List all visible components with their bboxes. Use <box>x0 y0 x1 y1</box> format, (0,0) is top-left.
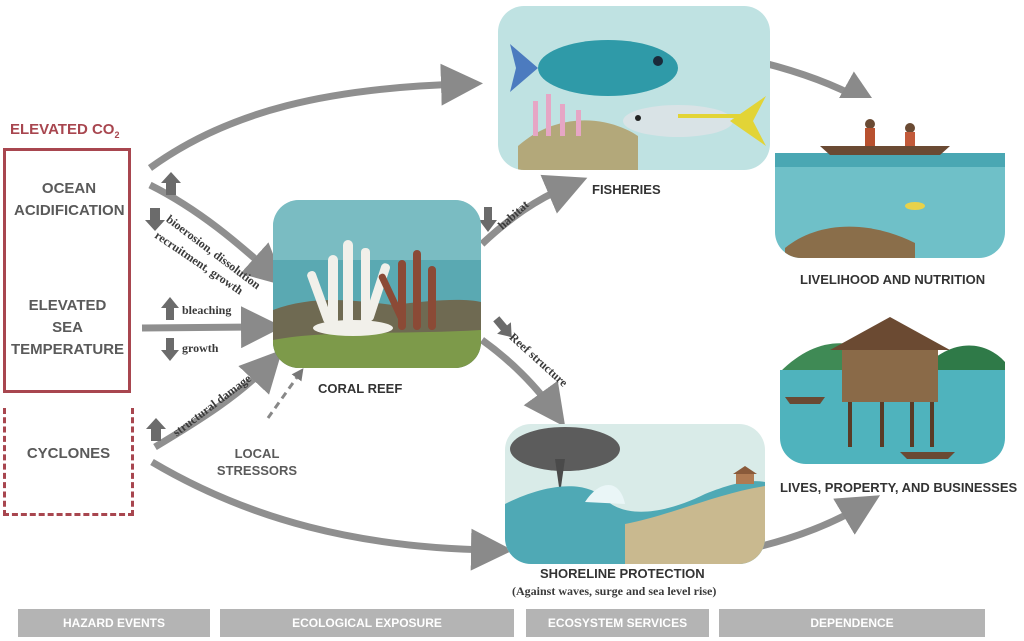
bleached-coral-icon <box>307 240 393 336</box>
arrow-cyclones-to-shoreline <box>150 458 513 571</box>
parrotfish-icon <box>510 40 678 96</box>
up-arrow-icon-bioerosion <box>161 172 181 195</box>
down-arrow-icon-growth <box>161 338 179 361</box>
footer-ecosystem-services: ECOSYSTEM SERVICES <box>526 609 709 637</box>
brown-coral-icon <box>378 250 436 330</box>
lives-property-illustration <box>780 312 1005 464</box>
cyclone-box-dashed <box>3 408 134 516</box>
footer-hazard-events: HAZARD EVENTS <box>18 609 210 637</box>
down-arrow-icon-habitat <box>479 207 497 232</box>
livelihood-label: LIVELIHOOD AND NUTRITION <box>800 272 986 287</box>
coral-reef-illustration <box>273 200 481 368</box>
small-boat-icon <box>785 397 825 404</box>
down-arrow-icon-reef-structure <box>493 316 512 338</box>
down-arrow-icon-recruitment <box>145 208 165 231</box>
stilt-house-icon <box>830 317 950 447</box>
wave-crest-icon <box>585 484 625 504</box>
fisheries-illustration <box>498 6 770 170</box>
up-arrow-icon-bleaching <box>161 297 179 320</box>
label-growth: growth <box>182 341 219 355</box>
storm-cloud-icon <box>510 427 620 471</box>
elevated-co2-label: ELEVATED CO2 <box>10 121 120 140</box>
beach-hut-icon <box>733 466 757 484</box>
yellowtail-fish-icon <box>623 96 766 146</box>
shoreline-label: SHORELINE PROTECTION <box>540 566 705 581</box>
arrow-fisheries-to-livelihood <box>759 58 881 111</box>
cyclones-label: CYCLONES <box>26 445 111 462</box>
local-stressors-label: LOCAL STRESSORS <box>216 446 298 478</box>
coral-reef-label: CORAL REEF <box>318 381 403 396</box>
elevated-sea-temperature-label: ELEVATED SEA TEMPERATURE <box>10 297 125 358</box>
up-arrow-icon-structural <box>146 418 166 441</box>
label-bleaching: bleaching <box>182 303 232 317</box>
arrow-cyclones-to-coral <box>153 349 283 451</box>
pink-coral-icon <box>533 94 581 136</box>
tornado-icon <box>555 459 565 494</box>
fisheries-label: FISHERIES <box>592 182 661 197</box>
shoreline-illustration <box>505 424 765 564</box>
arrow-co2-to-fisheries <box>147 63 483 171</box>
footer-ecological-exposure: ECOLOGICAL EXPOSURE <box>220 609 514 637</box>
small-arrow-icons <box>145 172 512 441</box>
small-fish-icon <box>905 202 925 210</box>
canoe-icon <box>820 119 950 155</box>
ocean-acidification-label: OCEAN ACIDIFICATION <box>14 180 125 219</box>
shoreline-sub-label: (Against waves, surge and sea level rise… <box>512 584 717 598</box>
canoe-bottom-icon <box>900 452 955 459</box>
arrow-coral-to-fisheries <box>479 174 588 247</box>
arrow-temp-to-coral <box>141 306 283 349</box>
arrow-coral-to-shoreline <box>479 337 566 428</box>
hazard-box <box>3 148 131 393</box>
livelihood-illustration <box>775 98 1005 258</box>
arrow-local-stressors <box>266 368 304 419</box>
footer-dependence: DEPENDENCE <box>719 609 985 637</box>
lives-property-label: LIVES, PROPERTY, AND BUSINESSES <box>780 480 1018 495</box>
